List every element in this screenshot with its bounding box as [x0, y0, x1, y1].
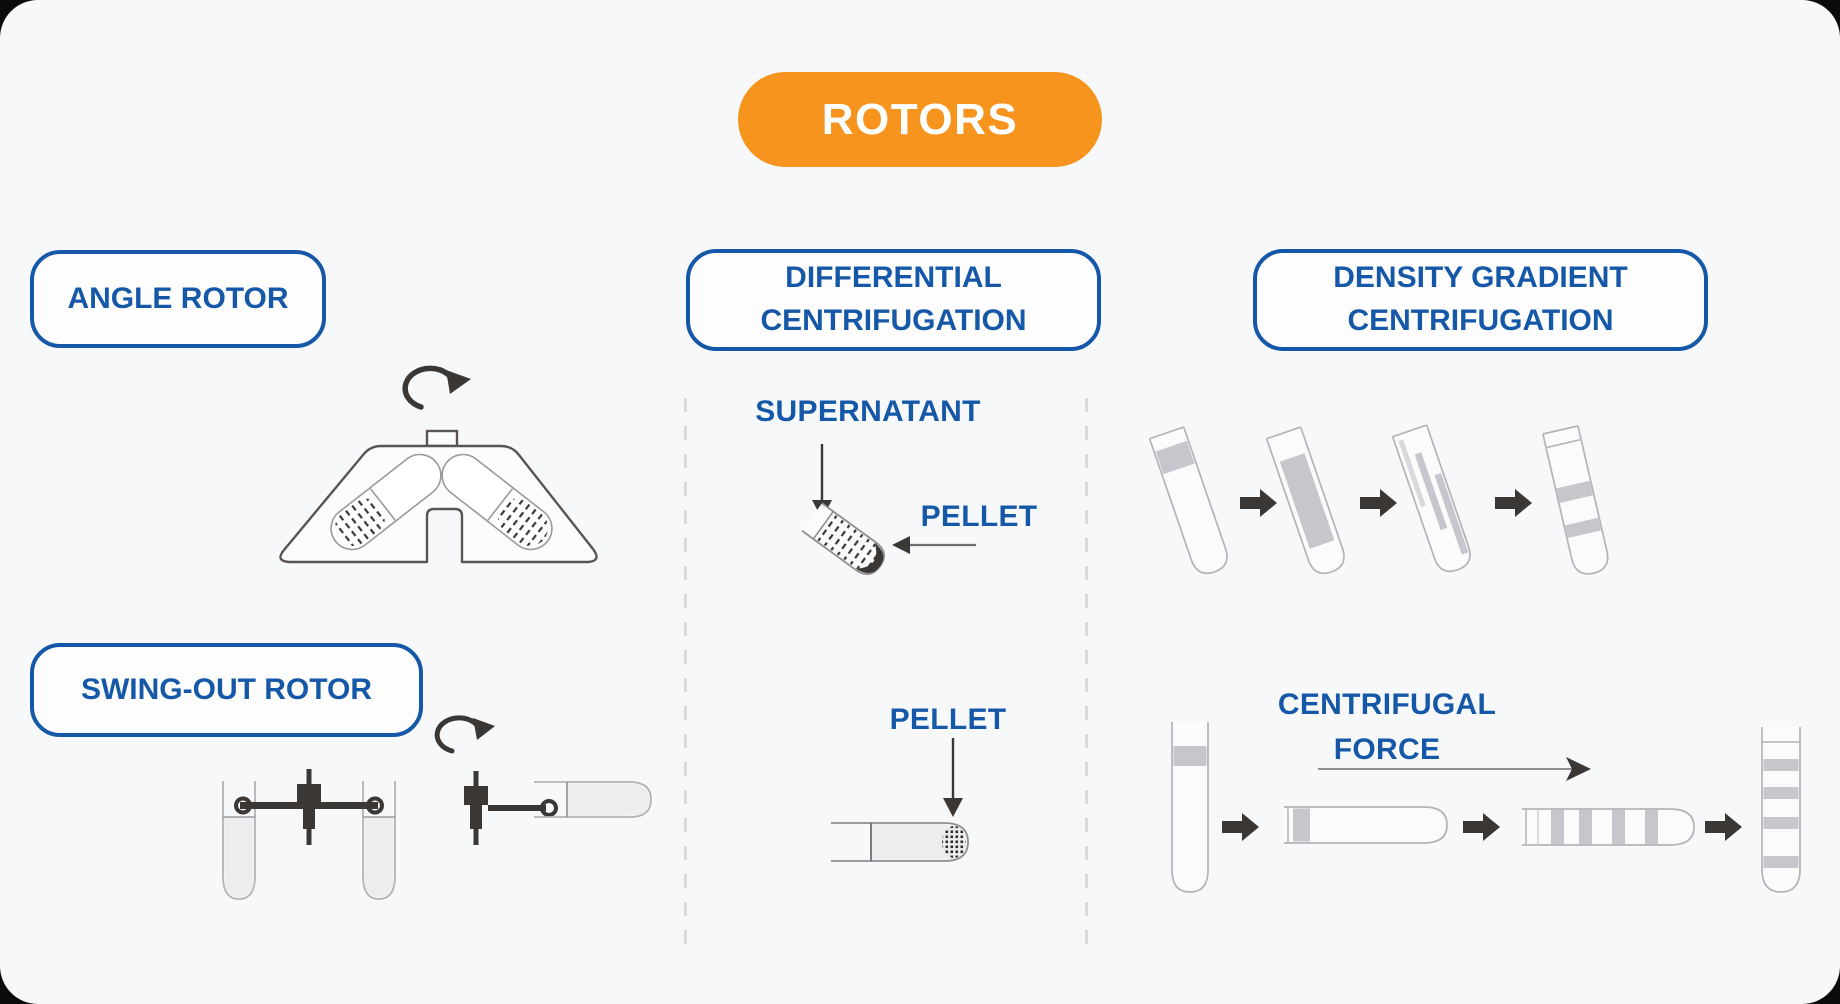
angle-rotor-body	[279, 444, 598, 564]
differential-tube-horizontal	[831, 738, 969, 862]
swing-rotor-at-rest	[222, 769, 396, 900]
density-title-line2: CENTRIFUGATION	[1347, 304, 1614, 337]
angle-rotor-illustration	[279, 365, 598, 564]
column-divider-right	[1085, 398, 1088, 944]
horizontal-tube-with-pellet	[831, 822, 969, 862]
column-divider-left	[684, 398, 687, 944]
angle-rotor-label-box: ANGLE ROTOR	[30, 250, 326, 348]
pellet-arrow-down-icon	[943, 738, 963, 817]
pellet-label-top: PELLET	[920, 500, 1038, 533]
gradient-tube-4	[1542, 425, 1609, 575]
tilted-tube	[801, 502, 885, 575]
rotation-arrow-icon	[402, 365, 471, 410]
right-arrow-icon	[1463, 813, 1500, 841]
force-tube-4-vertical-banded	[1761, 727, 1801, 893]
pellet-label-bottom: PELLET	[889, 703, 1007, 736]
rotor-cap	[425, 429, 459, 448]
right-arrow-icon	[1222, 813, 1259, 841]
right-arrow-icon	[1705, 813, 1742, 841]
density-gradient-sequence	[1148, 424, 1609, 575]
right-arrow-icon	[1495, 489, 1532, 517]
density-gradient-label-box: DENSITY GRADIENT CENTRIFUGATION	[1253, 249, 1708, 351]
swing-out-rotor-label: SWING-OUT ROTOR	[80, 672, 373, 706]
pellet-arrow-icon	[892, 536, 976, 554]
differential-title-line1: DIFFERENTIAL	[785, 261, 1002, 295]
swing-out-rotor-illustration	[222, 715, 652, 900]
gradient-tube-2	[1265, 426, 1345, 575]
angle-rotor-tube-left	[330, 453, 442, 551]
supernatant-label: SUPERNATANT	[755, 395, 981, 428]
swing-out-rotor-label-box: SWING-OUT ROTOR	[30, 643, 423, 737]
gradient-tube-3	[1391, 424, 1471, 573]
force-tube-2-horizontal	[1284, 806, 1448, 844]
right-arrow-icon	[1360, 489, 1397, 517]
centrifugal-force-line2: FORCE	[1333, 733, 1441, 766]
page-title: ROTORS	[821, 94, 1019, 144]
rotation-arrow-icon	[434, 715, 495, 754]
swing-rotor-spinning	[434, 715, 652, 845]
centrifugal-force-caption: CENTRIFUGAL FORCE	[1242, 688, 1532, 767]
angle-rotor-label: ANGLE ROTOR	[67, 281, 289, 315]
force-tube-3-banded	[1522, 808, 1695, 846]
angle-rotor-tube-right	[441, 453, 553, 551]
differential-tube-tilted	[801, 444, 976, 575]
gradient-tube-1	[1148, 426, 1228, 575]
differential-centrifugation-label-box: DIFFERENTIAL CENTRIFUGATION	[686, 249, 1101, 351]
differential-title-line2: CENTRIFUGATION	[760, 304, 1027, 337]
centrifugal-force-line1: CENTRIFUGAL	[1277, 688, 1497, 721]
centrifugal-force-sequence	[1171, 722, 1801, 893]
force-tube-1-vertical	[1171, 722, 1209, 893]
force-direction-arrow-icon	[1318, 757, 1591, 781]
right-arrow-icon	[1240, 489, 1277, 517]
density-title-line1: DENSITY GRADIENT	[1333, 261, 1628, 295]
title-badge: ROTORS	[738, 72, 1102, 167]
